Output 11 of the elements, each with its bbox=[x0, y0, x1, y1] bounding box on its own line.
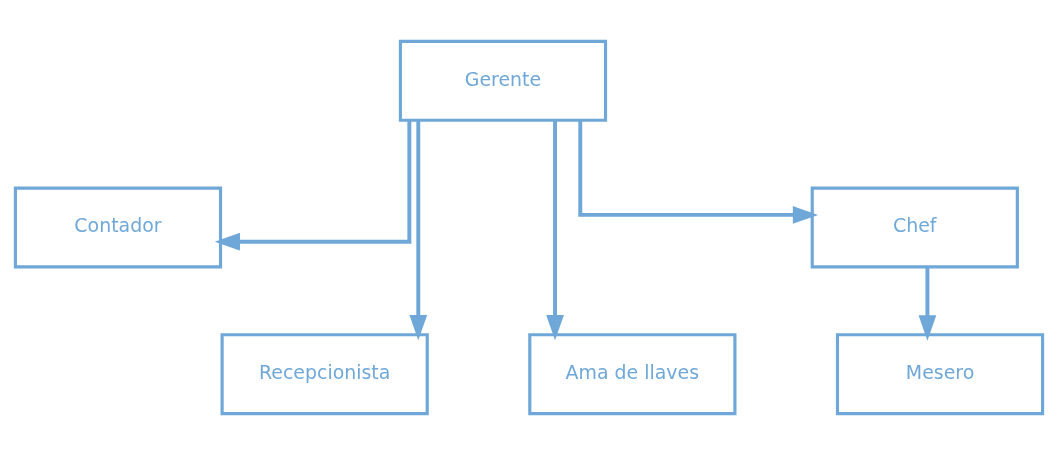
node-box: Chef bbox=[810, 186, 1019, 269]
node-box: Recepcionista bbox=[220, 333, 429, 416]
node-box: Gerente bbox=[398, 39, 608, 122]
node-box: Mesero bbox=[835, 333, 1045, 416]
node-box: Contador bbox=[13, 186, 223, 269]
arrow bbox=[578, 120, 819, 224]
arrow bbox=[409, 120, 428, 341]
arrow bbox=[918, 267, 937, 341]
node-box: Ama de llaves bbox=[528, 333, 737, 416]
arrow bbox=[546, 120, 564, 341]
arrow bbox=[214, 120, 412, 251]
